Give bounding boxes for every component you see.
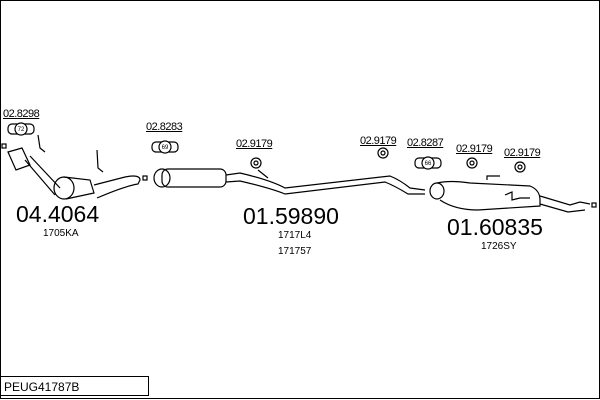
part-sub-code: 1705KA xyxy=(43,228,79,239)
part-number[interactable]: 01.60835 xyxy=(447,214,543,240)
accessory-ref[interactable]: 02.8287 xyxy=(407,137,444,149)
clamp-label: 69 xyxy=(162,145,169,151)
catalytic-converter-part xyxy=(1,134,148,200)
middle-silencer-part xyxy=(153,168,426,195)
accessory-ref[interactable]: 02.9179 xyxy=(360,135,397,147)
rear-silencer-part xyxy=(429,175,597,213)
accessory-ref[interactable]: 02.8283 xyxy=(146,121,183,133)
part-sub-code: 1717L4 xyxy=(278,230,312,241)
vehicle-code: PEUG41787B xyxy=(0,376,149,396)
part-number[interactable]: 04.4064 xyxy=(16,201,100,227)
clamp-icons xyxy=(7,122,526,173)
clamp-label: 72 xyxy=(18,127,25,133)
part-sub-code: 171757 xyxy=(278,246,312,257)
accessory-ref[interactable]: 02.9179 xyxy=(236,138,273,150)
clamp-label: 66 xyxy=(425,161,432,167)
accessory-ref[interactable]: 02.8298 xyxy=(3,108,40,120)
part-sub-code: 1726SY xyxy=(481,241,517,252)
part-number[interactable]: 01.59890 xyxy=(243,203,339,229)
accessory-ref[interactable]: 02.9179 xyxy=(504,147,541,159)
accessory-ref[interactable]: 02.9179 xyxy=(456,143,493,155)
